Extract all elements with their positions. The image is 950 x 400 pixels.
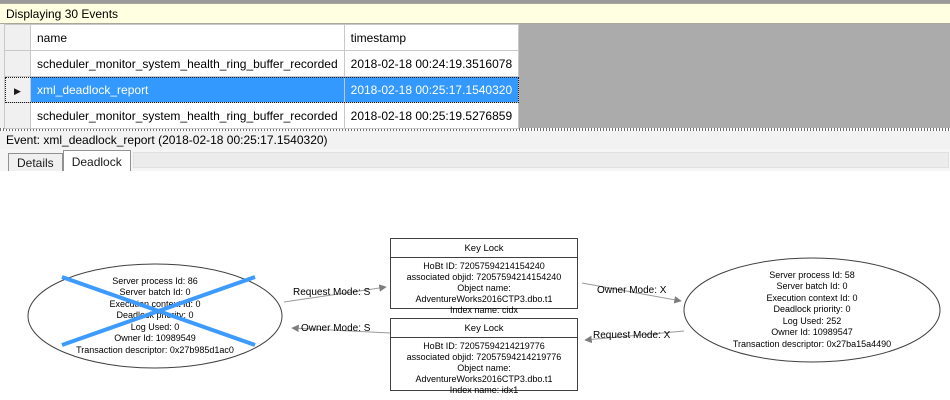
lock-detail-line: HoBt ID: 72057594214219776 (423, 341, 545, 351)
row-selector-cell[interactable] (4, 102, 31, 129)
row-selector-cell[interactable]: ▶ (4, 76, 31, 103)
lock-detail-line: Index name: cidx (449, 305, 519, 315)
table-row-selected[interactable]: ▶ xml_deadlock_report 2018-02-18 00:25:1… (4, 76, 520, 103)
key-lock-title: Key Lock (391, 319, 577, 338)
process-detail-line: Transaction descriptor: 0x27b985d1ac0 (76, 344, 234, 355)
process-detail-line: Server process Id: 86 (112, 275, 198, 286)
edge-label-request-mode-x: Request Mode: X (593, 330, 671, 341)
process-detail-line: Server process Id: 58 (769, 269, 855, 280)
process-node[interactable]: Server process Id: 58 Server batch Id: 0… (684, 258, 940, 362)
process-detail-line: Execution context Id: 0 (766, 292, 858, 303)
edge-label-request-mode-s: Request Mode: S (293, 287, 371, 298)
tab-deadlock[interactable]: Deadlock (62, 150, 131, 171)
cell-name[interactable]: scheduler_monitor_system_health_ring_buf… (30, 50, 345, 77)
tab-strip-filler (132, 152, 949, 168)
row-selector-cell[interactable] (4, 50, 31, 77)
cell-timestamp[interactable]: 2018-02-18 00:25:19.5276859 (343, 102, 520, 129)
events-count-label: Displaying 30 Events (6, 6, 119, 21)
column-header-timestamp[interactable]: timestamp (343, 24, 520, 51)
events-grid-zone: name timestamp scheduler_monitor_system_… (0, 24, 950, 129)
process-detail-line: Log Used: 0 (130, 321, 180, 332)
deadlock-graph-pane: Server process Id: 86 Server batch Id: 0… (0, 171, 950, 400)
table-row[interactable]: scheduler_monitor_system_health_ring_buf… (4, 50, 520, 77)
event-title-bar: Event: xml_deadlock_report (2018-02-18 0… (0, 131, 950, 149)
process-detail-line: Execution context Id: 0 (109, 298, 201, 309)
lock-detail-line: associated objid: 72057594214154240 (406, 272, 562, 282)
table-row[interactable]: scheduler_monitor_system_health_ring_buf… (4, 102, 520, 129)
process-detail-line: Owner Id: 10989549 (114, 333, 196, 344)
lock-detail-line: associated objid: 72057594214219776 (406, 352, 562, 362)
tab-details[interactable]: Details (8, 153, 63, 171)
process-detail-line: Deadlock priority: 0 (773, 304, 851, 315)
cell-timestamp[interactable]: 2018-02-18 00:25:17.1540320 (343, 76, 520, 103)
key-lock-node-bottom[interactable]: Key Lock HoBt ID: 72057594214219776 asso… (390, 318, 578, 395)
key-lock-node-top[interactable]: Key Lock HoBt ID: 72057594214154240 asso… (390, 238, 578, 315)
cell-timestamp[interactable]: 2018-02-18 00:24:19.3516078 (343, 50, 520, 77)
process-detail-line: Log Used: 252 (782, 315, 842, 326)
cell-name[interactable]: scheduler_monitor_system_health_ring_buf… (30, 102, 345, 129)
process-detail-line: Server batch Id: 0 (776, 281, 848, 292)
key-lock-title: Key Lock (391, 239, 577, 258)
process-detail-line: Server batch Id: 0 (119, 287, 191, 298)
process-detail-line: Transaction descriptor: 0x27ba15a4490 (732, 338, 892, 349)
events-count-bar: Displaying 30 Events (0, 3, 950, 24)
grid-header-row: name timestamp (4, 24, 520, 51)
tab-strip: Details Deadlock (0, 149, 950, 171)
process-detail-line: Deadlock priority: 0 (116, 310, 194, 321)
cell-name[interactable]: xml_deadlock_report (30, 76, 345, 103)
grid-left-margin (0, 24, 4, 128)
current-row-arrow-icon: ▶ (14, 85, 21, 96)
lock-detail-line: Index name: idx1 (449, 385, 519, 395)
horizontal-splitter[interactable] (0, 128, 950, 131)
edge-label-owner-mode-x: Owner Mode: X (597, 285, 667, 296)
edge-label-owner-mode-s: Owner Mode: S (301, 323, 371, 334)
window-top-edge (0, 0, 950, 3)
column-header-name[interactable]: name (30, 24, 345, 51)
lock-detail-line: Object name: AdventureWorks2016CTP3.dbo.… (415, 283, 553, 304)
lock-detail-line: HoBt ID: 72057594214154240 (423, 261, 545, 271)
event-title-label: Event: xml_deadlock_report (2018-02-18 0… (6, 133, 328, 147)
lock-detail-line: Object name: AdventureWorks2016CTP3.dbo.… (415, 363, 553, 384)
process-detail-line: Owner Id: 10989547 (771, 327, 853, 338)
events-grid[interactable]: name timestamp scheduler_monitor_system_… (4, 24, 520, 129)
row-selector-header (4, 24, 31, 51)
process-node-victim[interactable]: Server process Id: 86 Server batch Id: 0… (28, 264, 282, 368)
